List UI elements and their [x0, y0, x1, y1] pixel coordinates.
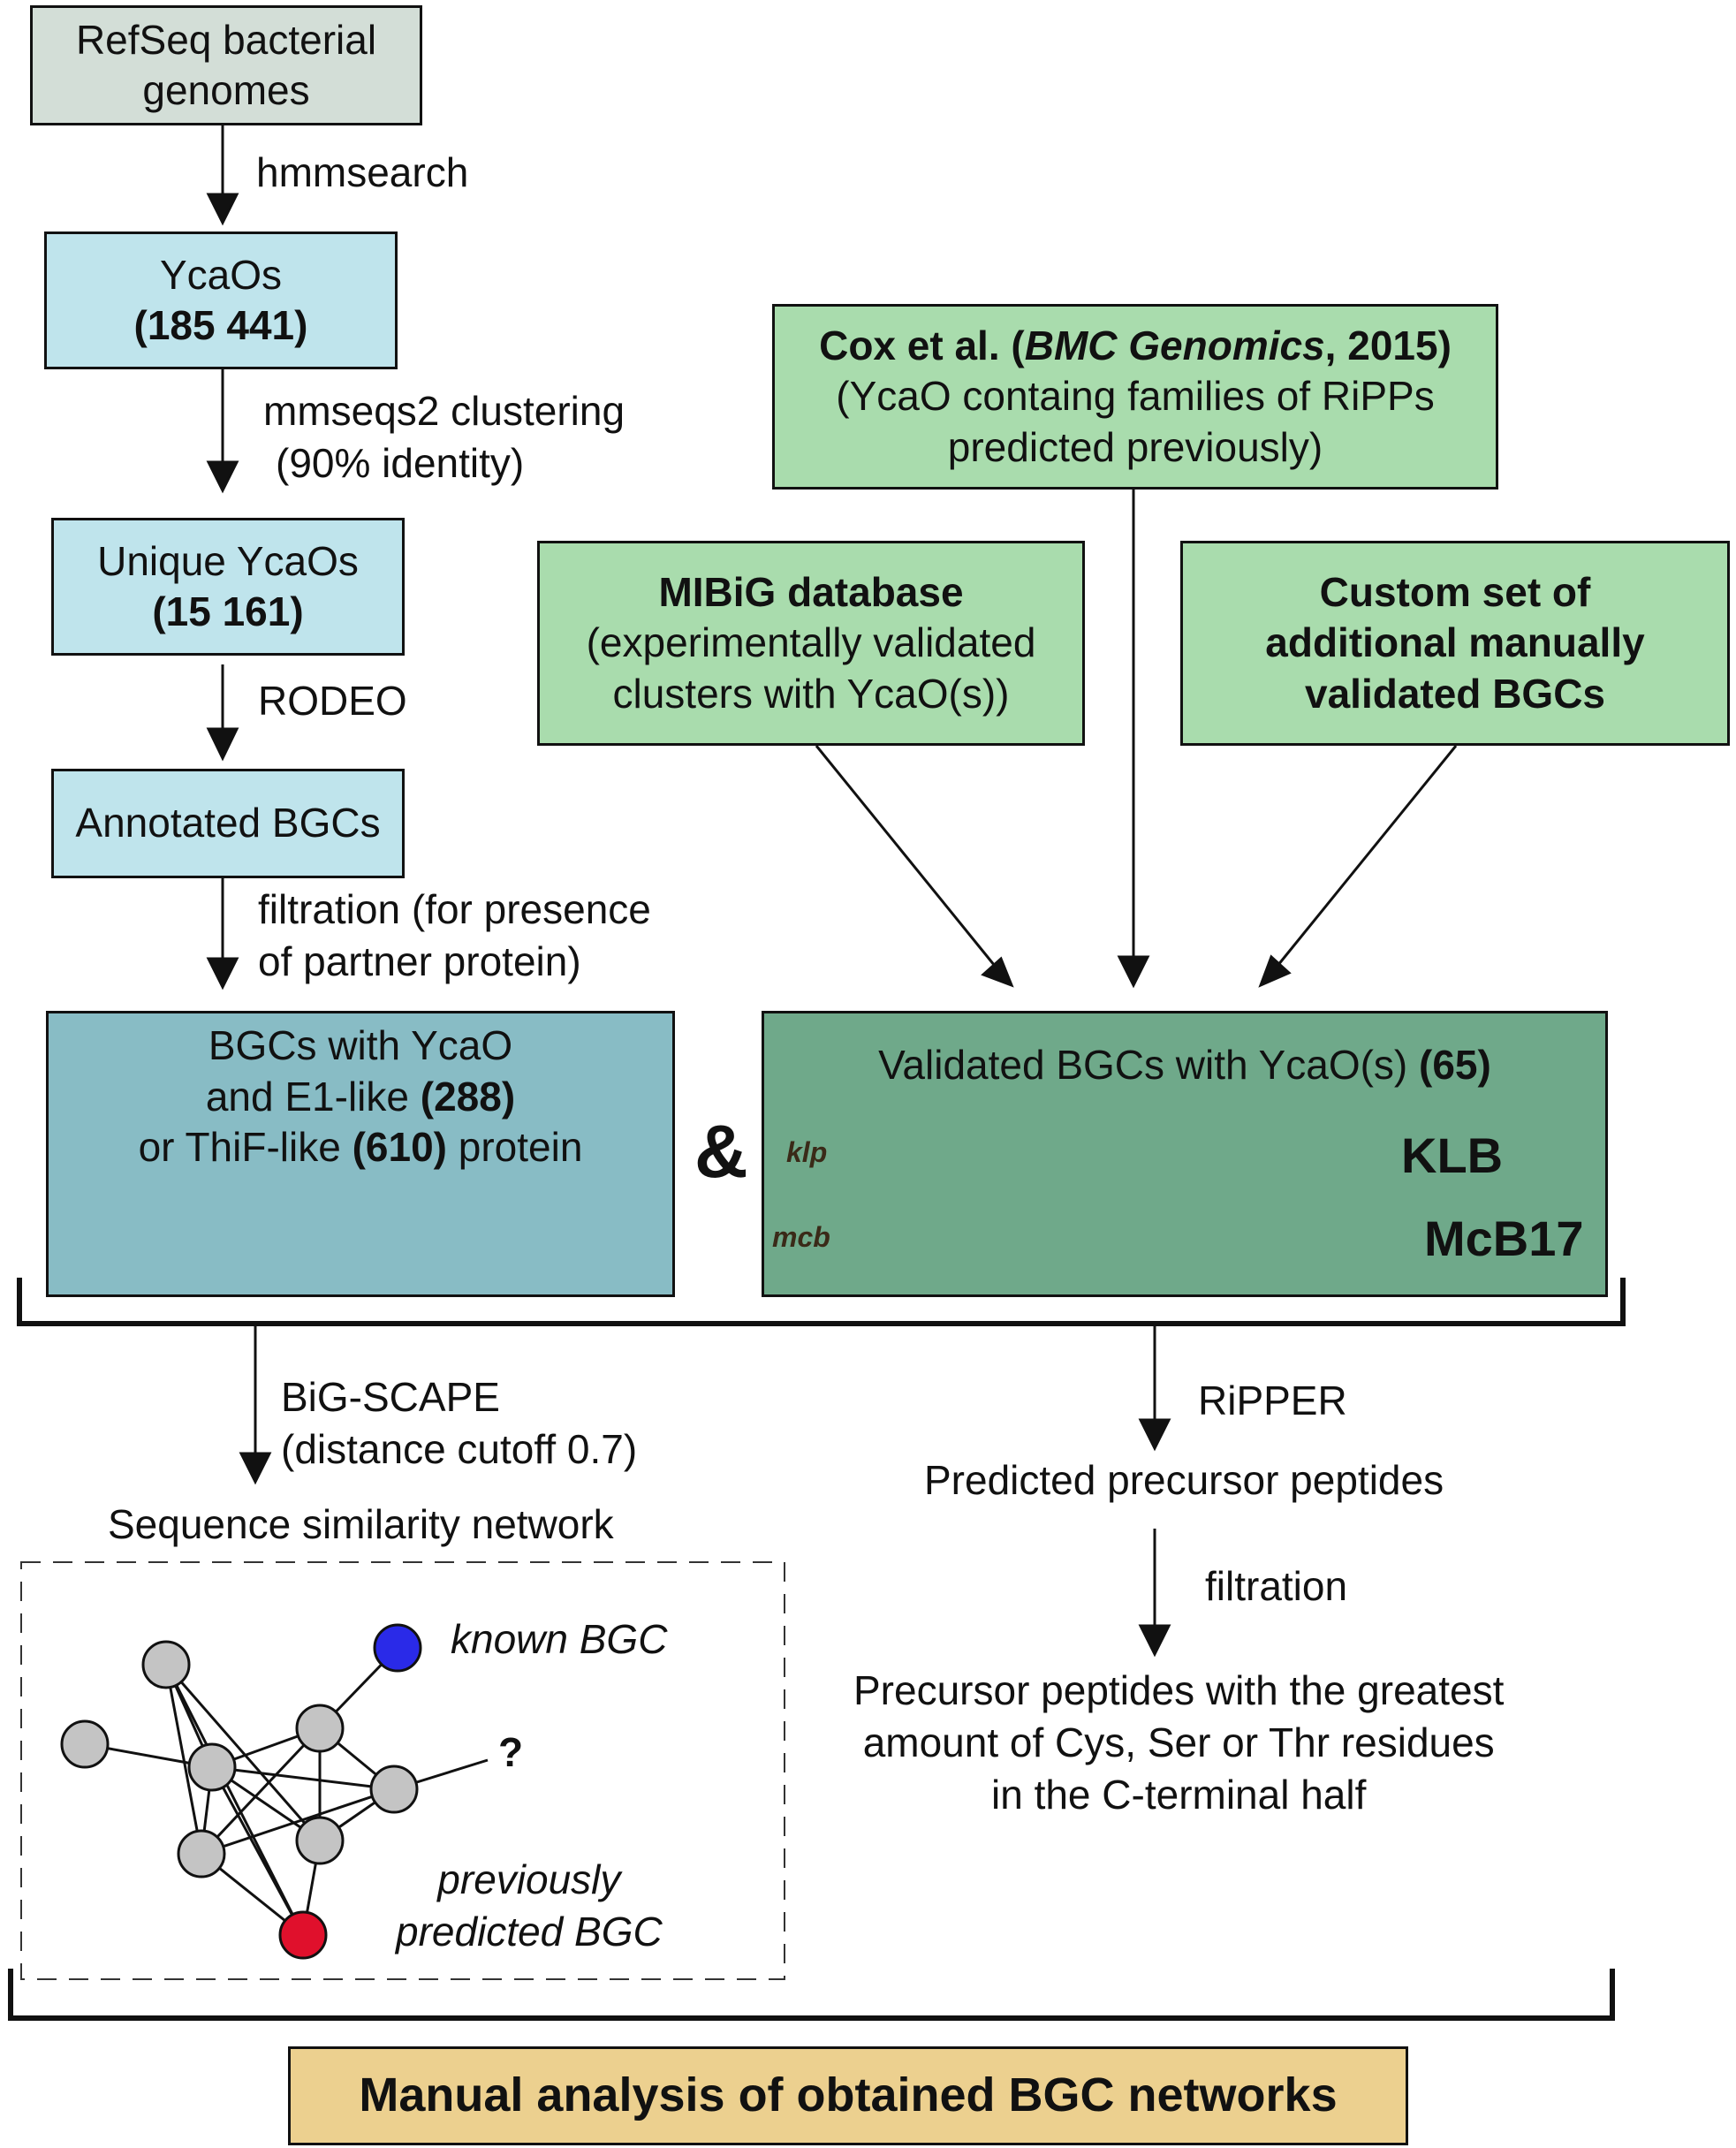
unknown-mark: ?: [498, 1729, 524, 1775]
network-edge: [210, 1766, 305, 1936]
bgcs-line1: BGCs with YcaO: [208, 1022, 513, 1068]
cox-author: Cox et al. (: [819, 322, 1025, 368]
upper-bracket: [17, 1278, 1626, 1326]
predicted-line1: previously: [437, 1856, 621, 1902]
bgcs-line2-text: and E1-like: [205, 1073, 421, 1120]
step-filtration-partner: filtration (for presence of partner prot…: [258, 884, 651, 988]
known-bgc-node: [373, 1623, 422, 1673]
network-node: [369, 1765, 419, 1814]
step-hmmsearch: hmmsearch: [256, 149, 469, 195]
thif-like-count: (610): [352, 1124, 447, 1170]
lower-bracket: [8, 1969, 1615, 2021]
mibig-box: MIBiG database (experimentally validated…: [537, 541, 1085, 746]
step-rodeo: RODEO: [258, 678, 407, 724]
custom-line1: Custom set of: [1319, 568, 1591, 615]
final-line2: amount of Cys, Ser or Thr residues: [862, 1719, 1495, 1765]
unique-count: (15 161): [152, 588, 304, 634]
network-edge: [211, 1765, 395, 1791]
refseq-box: RefSeq bacterial genomes: [30, 5, 422, 125]
unique-label: Unique YcaOs: [97, 537, 359, 584]
cox-box: Cox et al. (BMC Genomics, 2015) (YcaO co…: [772, 304, 1498, 490]
network-edge: [164, 1664, 305, 1936]
validated-title-text: Validated BGCs with YcaO(s): [878, 1042, 1420, 1088]
ampersand: &: [694, 1110, 748, 1193]
bigscape-line2: (distance cutoff 0.7): [281, 1425, 638, 1472]
cox-journal: BMC Genomics: [1024, 322, 1325, 368]
bgcs-line3-post: protein: [446, 1124, 583, 1170]
predicted-bgc-label: previously predicted BGC: [396, 1854, 663, 1958]
annotated-bgcs-box: Annotated BGCs: [51, 769, 405, 878]
network-edge: [164, 1664, 322, 1841]
step-bigscape: BiG-SCAPE (distance cutoff 0.7): [281, 1371, 637, 1476]
network-frame: [20, 1561, 785, 1980]
cox-line2: (YcaO containg families of RiPPs: [836, 373, 1435, 420]
cox-year: , 2015): [1324, 322, 1452, 368]
ycaos-box: YcaOs (185 441): [44, 231, 398, 369]
mibig-line1: MIBiG database: [658, 568, 964, 615]
validated-title: Validated BGCs with YcaO(s) (65): [878, 1040, 1491, 1091]
network-node: [187, 1742, 237, 1792]
ycaos-label: YcaOs: [159, 251, 283, 298]
ycaos-count: (185 441): [133, 302, 308, 348]
refseq-line2: genomes: [142, 67, 310, 113]
validated-count: (65): [1419, 1042, 1491, 1088]
mcb-label: mcb: [772, 1221, 830, 1253]
source-arrows: [815, 490, 1458, 989]
bgcs-line2: and E1-like (288): [206, 1072, 515, 1123]
manual-analysis-label: Manual analysis of obtained BGC networks: [359, 2068, 1338, 2122]
similarity-network: [60, 1623, 489, 1960]
manual-analysis-box: Manual analysis of obtained BGC networks: [288, 2046, 1408, 2145]
predicted-line2: predicted BGC: [396, 1908, 663, 1954]
klb-product: KLB: [1401, 1127, 1504, 1183]
cox-line1: Cox et al. (BMC Genomics, 2015): [819, 321, 1452, 372]
network-edge: [201, 1787, 395, 1856]
step-mmseqs2: mmseqs2 clustering (90% identity): [263, 385, 625, 490]
custom-line3: validated BGCs: [1305, 670, 1605, 717]
network-node: [295, 1816, 345, 1865]
network-edge: [164, 1664, 203, 1855]
final-precursors: Precursor peptides with the greatest amo…: [853, 1665, 1504, 1821]
filtration-line1: filtration (for presence: [258, 886, 651, 932]
mcb17-product: McB17: [1424, 1211, 1584, 1266]
annotated-label: Annotated BGCs: [75, 800, 381, 846]
network-node: [177, 1829, 226, 1879]
step-filtration: filtration: [1205, 1563, 1348, 1609]
filtration-line2: of partner protein): [258, 937, 581, 984]
network-title: Sequence similarity network: [108, 1501, 614, 1547]
bigscape-line1: BiG-SCAPE: [281, 1374, 500, 1420]
cox-line3: predicted previously): [947, 423, 1323, 470]
predicted-precursors: Predicted precursor peptides: [924, 1457, 1444, 1503]
mibig-line2: (experimentally validated: [586, 619, 1036, 666]
network-node: [295, 1704, 345, 1753]
network-edge: [200, 1727, 322, 1856]
bgcs-line3: or ThiF-like (610) protein: [139, 1122, 583, 1173]
final-line1: Precursor peptides with the greatest: [853, 1667, 1505, 1713]
step-mmseqs2-line2: (90% identity): [276, 439, 525, 486]
bgcs-line3-text: or ThiF-like: [138, 1124, 353, 1170]
predicted-bgc-node: [278, 1910, 328, 1960]
validated-bgcs-box: Validated BGCs with YcaO(s) (65): [762, 1011, 1608, 1297]
step-mmseqs2-line1: mmseqs2 clustering: [263, 388, 625, 434]
lower-arrows: [239, 1325, 1171, 1658]
bgcs-with-ycao-box: BGCs with YcaO and E1-like (288) or ThiF…: [46, 1011, 675, 1297]
network-node: [141, 1640, 191, 1689]
e1-like-count: (288): [420, 1073, 516, 1120]
klp-label: klp: [786, 1136, 828, 1168]
network-node: [60, 1719, 110, 1769]
unique-ycaos-box: Unique YcaOs (15 161): [51, 518, 405, 656]
mibig-line3: clusters with YcaO(s)): [612, 670, 1010, 717]
refseq-line1: RefSeq bacterial: [75, 16, 377, 63]
final-line3: in the C-terminal half: [990, 1771, 1367, 1818]
custom-line2: additional manually: [1265, 619, 1645, 666]
left-flow-arrows: [206, 125, 239, 991]
known-bgc-label: known BGC: [451, 1616, 668, 1662]
step-ripper: RiPPER: [1198, 1378, 1347, 1423]
custom-set-box: Custom set of additional manually valida…: [1180, 541, 1730, 746]
